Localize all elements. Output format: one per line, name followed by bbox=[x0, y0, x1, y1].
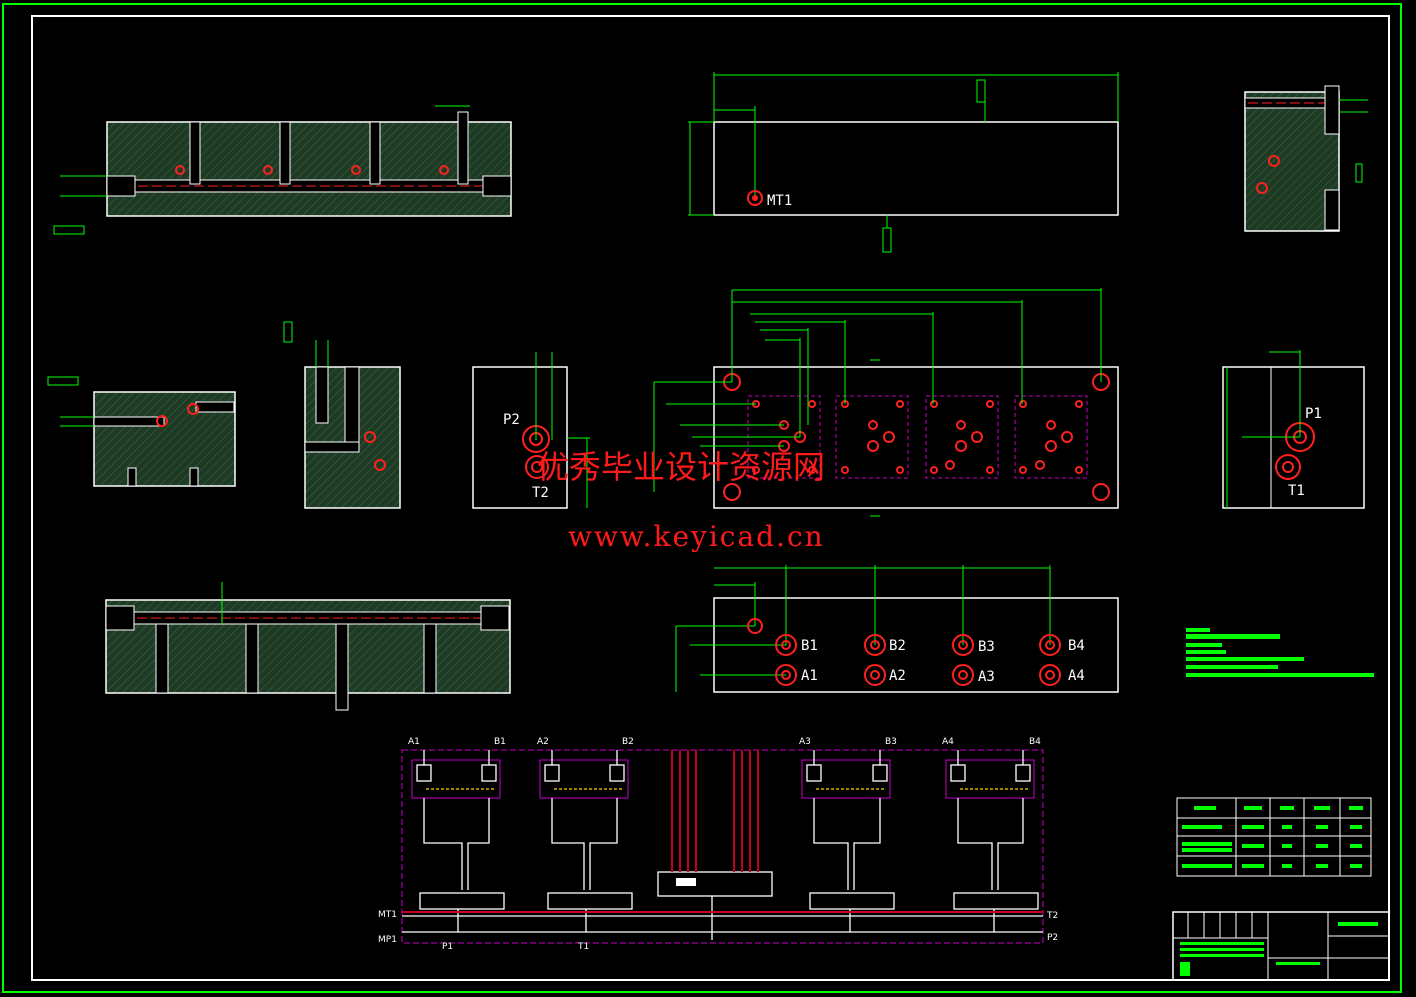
section-view-top-right bbox=[1244, 85, 1368, 232]
technical-notes bbox=[1186, 628, 1374, 677]
front-view-mt1-block bbox=[688, 72, 1119, 253]
outer-border bbox=[2, 3, 1402, 993]
port-label-a2: A2 bbox=[889, 668, 906, 684]
side-view-p1-t1 bbox=[1222, 350, 1365, 509]
schematic-label-a1: A1 bbox=[408, 737, 420, 747]
section-view-bottom-left bbox=[105, 582, 511, 711]
schematic-label-mt1: MT1 bbox=[378, 910, 397, 920]
port-label-t2: T2 bbox=[532, 485, 549, 501]
port-label-a3: A3 bbox=[978, 669, 995, 685]
port-label-p2: P2 bbox=[503, 412, 520, 428]
schematic-label-a4: A4 bbox=[942, 737, 954, 747]
schematic-label-b2: B2 bbox=[622, 737, 634, 747]
schematic-label-p1: P1 bbox=[442, 942, 453, 952]
title-block bbox=[1172, 911, 1390, 981]
port-label-a1: A1 bbox=[801, 668, 818, 684]
schematic-label-t1: T1 bbox=[577, 942, 589, 952]
parts-table bbox=[1176, 797, 1372, 877]
port-label-a4: A4 bbox=[1068, 668, 1085, 684]
port-label-b2: B2 bbox=[889, 638, 906, 654]
schematic-label-a2: A2 bbox=[537, 737, 549, 747]
front-view-ab-ports bbox=[675, 565, 1119, 693]
section-view-small-mid bbox=[283, 321, 401, 509]
section-view-top-left bbox=[53, 105, 512, 235]
schematic-label-a3: A3 bbox=[799, 737, 811, 747]
port-label-t1: T1 bbox=[1288, 483, 1305, 499]
port-label-p1: P1 bbox=[1305, 406, 1322, 422]
schematic-label-mp1: MP1 bbox=[378, 935, 397, 945]
schematic-label-b3: B3 bbox=[885, 737, 897, 747]
side-view-p2-t2 bbox=[472, 352, 590, 509]
port-label-mt1: MT1 bbox=[767, 193, 792, 209]
schematic-label-b4: B4 bbox=[1029, 737, 1041, 747]
schematic-label-b1: B1 bbox=[494, 737, 506, 747]
watermark-title: 优秀毕业设计资源网 bbox=[537, 448, 825, 486]
top-view-manifold bbox=[653, 288, 1119, 517]
port-label-b1: B1 bbox=[801, 638, 818, 654]
port-label-b3: B3 bbox=[978, 639, 995, 655]
schematic-label-t2: T2 bbox=[1046, 911, 1058, 921]
port-label-b4: B4 bbox=[1068, 638, 1085, 654]
schematic-label-p2: P2 bbox=[1047, 933, 1058, 943]
hydraulic-schematic bbox=[401, 749, 1044, 944]
section-view-small-left bbox=[47, 376, 236, 487]
watermark-url: www.keyicad.cn bbox=[568, 520, 825, 553]
inner-border bbox=[31, 15, 1390, 981]
